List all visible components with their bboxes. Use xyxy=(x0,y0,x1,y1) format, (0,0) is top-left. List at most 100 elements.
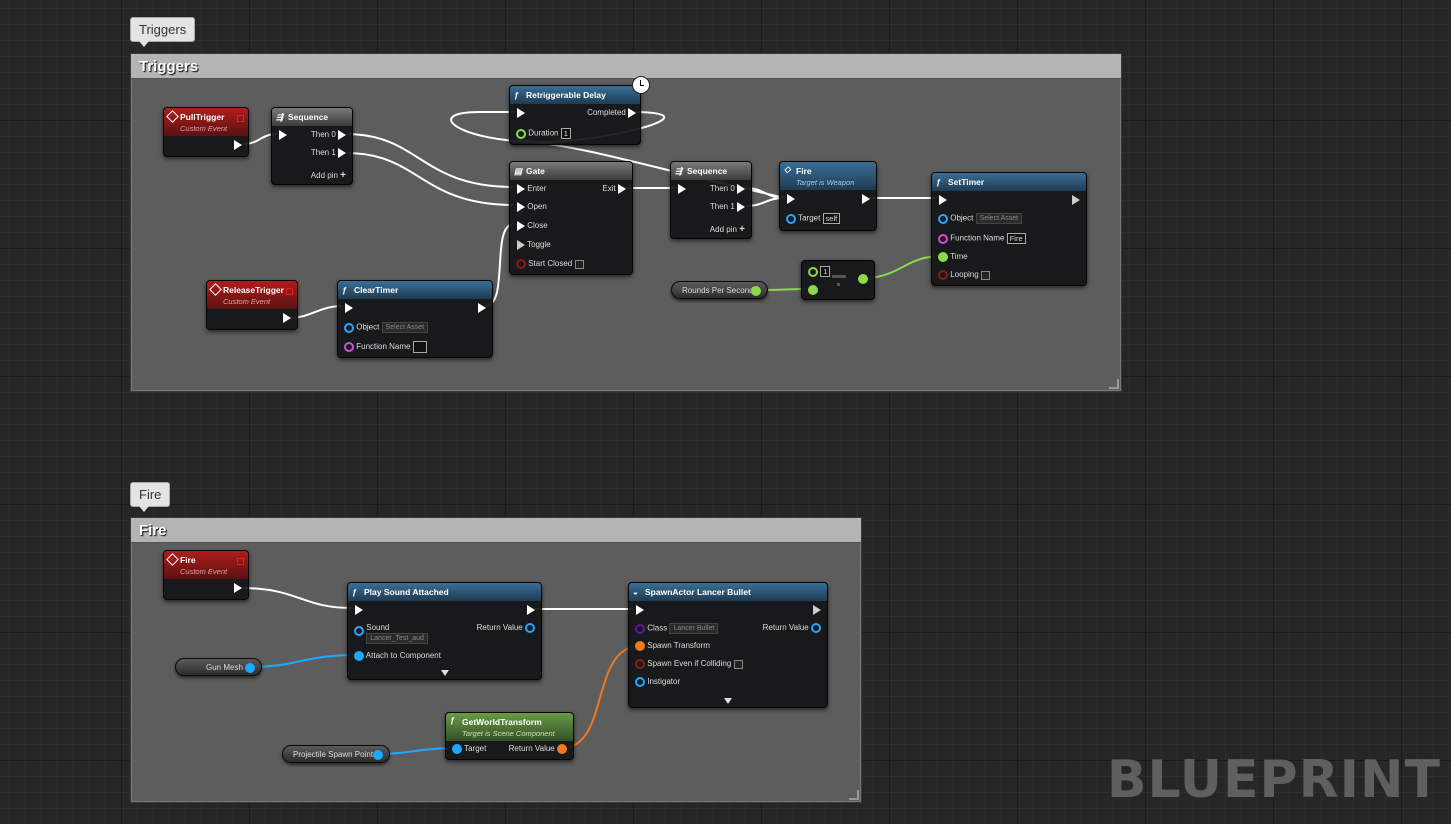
exec-out-pin[interactable] xyxy=(234,583,242,593)
get-world-transform-node[interactable]: ƒ GetWorldTransform Target is Scene Comp… xyxy=(445,712,574,760)
resize-handle[interactable] xyxy=(849,790,859,800)
pin-label: Return Value xyxy=(508,744,555,754)
sound-asset-select[interactable]: Lancer_Test_aud xyxy=(366,633,428,644)
play-sound-attached-node[interactable]: ƒ Play Sound Attached Sound Lancer_Test_… xyxy=(347,582,542,680)
toggle-pin[interactable]: Toggle xyxy=(517,240,551,250)
time-pin[interactable]: Time xyxy=(938,252,968,262)
fire-comment-bubble[interactable]: Fire xyxy=(130,482,171,512)
exec-in-pin[interactable] xyxy=(939,195,947,205)
return-value-pin[interactable]: Return Value xyxy=(509,744,567,754)
exec-out-pin[interactable] xyxy=(234,140,242,150)
pin-label: Then 0 xyxy=(709,184,735,194)
target-pin[interactable]: Target self xyxy=(786,213,841,224)
exec-out-pin[interactable] xyxy=(283,313,291,323)
object-asset-select[interactable]: Select Asset xyxy=(381,322,429,333)
fire-function-node[interactable]: ◇ Fire Target is Weapon Target self xyxy=(779,161,877,231)
exec-in-pin[interactable] xyxy=(517,108,525,118)
gun-mesh-variable[interactable]: Gun Mesh xyxy=(175,658,262,676)
exec-in-pin[interactable] xyxy=(678,184,686,194)
gate-node[interactable]: ▤ Gate Enter Exit Open Close Toggle Star… xyxy=(509,161,633,275)
then-1-pin[interactable]: Then 1 xyxy=(710,202,745,212)
duration-input[interactable]: 1 xyxy=(560,128,571,139)
exec-in-pin[interactable] xyxy=(355,605,363,615)
exec-in-pin[interactable] xyxy=(636,605,644,615)
retriggerable-delay-node[interactable]: ƒ Retriggerable Delay Completed Duration… xyxy=(509,76,650,145)
exec-out-pin[interactable] xyxy=(1072,195,1080,205)
object-pin[interactable]: Object Select Asset xyxy=(344,322,429,333)
exit-pin[interactable]: Exit xyxy=(602,184,626,194)
delegate-pin[interactable] xyxy=(237,115,244,122)
spawn-transform-pin[interactable]: Spawn Transform xyxy=(635,641,710,651)
variable-out-pin[interactable] xyxy=(751,286,761,296)
pin-label: Sound xyxy=(366,623,390,632)
sequence-node-1[interactable]: ⇶ Sequence Then 0 Then 1 Add pin + xyxy=(271,107,353,185)
delegate-pin[interactable] xyxy=(286,288,293,295)
expand-arrow-icon[interactable] xyxy=(724,698,732,704)
divide-node[interactable]: 1 xyxy=(801,260,875,300)
attach-to-component-pin[interactable]: Attach to Component xyxy=(354,651,441,661)
result-pin[interactable] xyxy=(858,274,868,284)
exec-in-pin[interactable] xyxy=(345,303,353,313)
spawn-colliding-pin[interactable]: Spawn Even if Colliding xyxy=(635,659,743,669)
pin-label: Start Closed xyxy=(528,259,573,269)
projectile-spawn-point-variable[interactable]: Projectile Spawn Point xyxy=(282,745,390,763)
close-pin[interactable]: Close xyxy=(517,221,548,231)
function-name-input[interactable] xyxy=(412,341,427,353)
start-closed-checkbox[interactable] xyxy=(574,259,584,269)
resize-handle[interactable] xyxy=(1109,379,1119,389)
delegate-pin[interactable] xyxy=(237,558,244,565)
function-name-pin[interactable]: Function Name Fire xyxy=(938,233,1026,244)
function-name-input[interactable]: Fire xyxy=(1006,233,1026,244)
rounds-per-second-variable[interactable]: Rounds Per Second xyxy=(671,281,768,299)
pin-label: Target xyxy=(464,744,487,754)
pin-label: Close xyxy=(527,221,548,231)
class-pin[interactable]: Class Lancer Bullet xyxy=(635,623,719,634)
object-pin[interactable]: Object Select Asset xyxy=(938,213,1023,224)
target-pin[interactable]: Target xyxy=(452,744,486,754)
exec-out-pin[interactable] xyxy=(527,605,535,615)
duration-pin[interactable]: Duration 1 xyxy=(516,128,571,139)
triggers-comment-bubble[interactable]: Triggers xyxy=(130,17,196,47)
start-closed-pin[interactable]: Start Closed xyxy=(516,259,584,269)
a-pin[interactable]: 1 xyxy=(808,266,831,277)
set-timer-node[interactable]: ƒ SetTimer Object Select Asset Function … xyxy=(931,172,1087,286)
completed-pin[interactable]: Completed xyxy=(587,108,636,118)
looping-checkbox[interactable] xyxy=(980,270,990,280)
object-asset-select[interactable]: Select Asset xyxy=(975,213,1023,224)
release-trigger-event-node[interactable]: ReleaseTrigger Custom Event xyxy=(206,280,298,330)
add-pin-button[interactable]: Add pin + xyxy=(710,225,745,235)
variable-out-pin[interactable] xyxy=(373,750,383,760)
pin-label: Open xyxy=(527,202,547,212)
return-value-pin[interactable]: Return Value xyxy=(763,623,821,633)
pin-label: Time xyxy=(950,252,968,262)
exec-in-pin[interactable] xyxy=(279,130,287,140)
variable-out-pin[interactable] xyxy=(245,663,255,673)
exec-out-pin[interactable] xyxy=(862,194,870,204)
then-1-pin[interactable]: Then 1 xyxy=(311,148,346,158)
spawn-actor-node[interactable]: ◒ SpawnActor Lancer Bullet Class Lancer … xyxy=(628,582,828,708)
open-pin[interactable]: Open xyxy=(517,202,547,212)
exec-out-pin[interactable] xyxy=(478,303,486,313)
exec-in-pin[interactable] xyxy=(787,194,795,204)
then-0-pin[interactable]: Then 0 xyxy=(311,130,346,140)
return-value-pin[interactable]: Return Value xyxy=(477,623,535,633)
fire-event-node[interactable]: Fire Custom Event xyxy=(163,550,249,600)
function-name-pin[interactable]: Function Name xyxy=(344,341,427,353)
looping-pin[interactable]: Looping xyxy=(938,270,990,280)
exec-out-pin[interactable] xyxy=(813,605,821,615)
divide-a-input[interactable]: 1 xyxy=(820,266,831,277)
pull-trigger-event-node[interactable]: PullTrigger Custom Event xyxy=(163,107,249,157)
sound-pin[interactable]: Sound Lancer_Test_aud xyxy=(354,623,428,644)
expand-arrow-icon[interactable] xyxy=(440,670,449,676)
node-title: Sequence xyxy=(687,166,728,176)
sequence-node-2[interactable]: ⇶ Sequence Then 0 Then 1 Add pin + xyxy=(670,161,752,239)
instigator-pin[interactable]: Instigator xyxy=(635,677,680,687)
class-select[interactable]: Lancer Bullet xyxy=(669,623,719,634)
clear-timer-node[interactable]: ƒ ClearTimer Object Select Asset Functio… xyxy=(337,280,493,358)
pin-label: Function Name xyxy=(950,233,1005,243)
add-pin-button[interactable]: Add pin + xyxy=(311,171,346,181)
b-pin[interactable] xyxy=(808,285,818,295)
spawn-colliding-checkbox[interactable] xyxy=(733,659,743,669)
then-0-pin[interactable]: Then 0 xyxy=(710,184,745,194)
enter-pin[interactable]: Enter xyxy=(517,184,546,194)
